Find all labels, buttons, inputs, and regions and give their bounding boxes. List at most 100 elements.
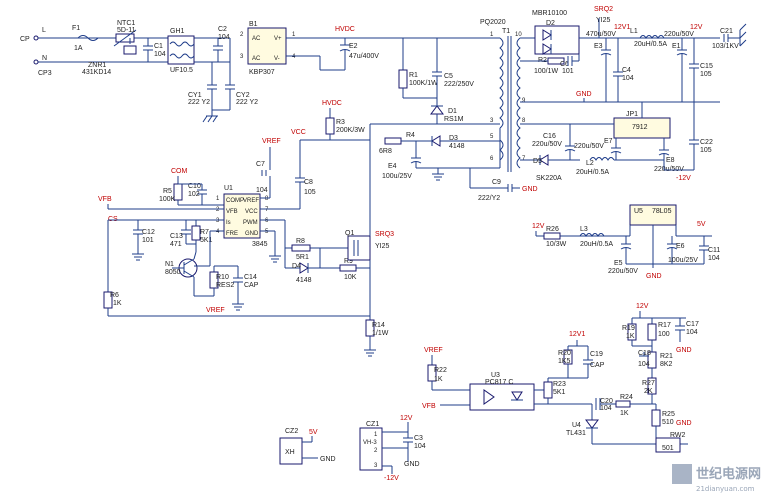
label-c9: C9 bbox=[492, 179, 501, 186]
value-l2: 20uH/0.5A bbox=[576, 169, 609, 176]
svg-text:4: 4 bbox=[292, 54, 296, 60]
value-u3: PC817 C bbox=[485, 379, 513, 386]
value-r6: 1K bbox=[113, 300, 122, 307]
svg-text:7: 7 bbox=[522, 156, 526, 162]
u1-pin-pwm: PWM bbox=[243, 220, 258, 226]
label-c6: C6 bbox=[560, 61, 569, 68]
connectors: CZ2 XH 5V GND CZ1 VH-3 1 2 3 12V C3 104 … bbox=[279, 415, 426, 482]
ground-u1 bbox=[269, 252, 281, 263]
connector-cp3 bbox=[33, 59, 39, 65]
label-c19: C19 bbox=[590, 351, 603, 358]
label-c16: C16 bbox=[543, 133, 556, 140]
value-c14: CAP bbox=[244, 282, 259, 289]
net-label-12v-r19: 12V bbox=[636, 303, 649, 310]
label-c7: C7 bbox=[256, 161, 265, 168]
label-r23: R23 bbox=[553, 381, 566, 388]
label-l3: L3 bbox=[580, 226, 588, 233]
varistor-znr1 bbox=[123, 45, 137, 55]
value-l1: 20uH/0.5A bbox=[634, 41, 667, 48]
value-znr1: 431KD14 bbox=[82, 69, 111, 76]
label-u4: U4 bbox=[572, 422, 581, 429]
primary-control: HVDC R3 200K/3W VCC R4 6R8 D3 4148 E4 10… bbox=[98, 100, 538, 357]
label-c20: C20 bbox=[600, 398, 613, 405]
svg-text:6: 6 bbox=[490, 156, 494, 162]
label-r27: R27 bbox=[642, 380, 655, 387]
value-n1: 8050 bbox=[165, 269, 181, 276]
connector-cp bbox=[33, 35, 39, 41]
resistor-r8 bbox=[291, 244, 311, 252]
label-r3: R3 bbox=[336, 119, 345, 126]
label-cz1: CZ1 bbox=[366, 421, 379, 428]
net-label-vfb-fb: VFB bbox=[422, 403, 436, 410]
value-c11: 104 bbox=[708, 255, 720, 262]
label-d5: D5 bbox=[533, 158, 542, 165]
b1-pin-vp: V+ bbox=[274, 36, 282, 42]
connector-cz2 bbox=[279, 437, 303, 465]
label-u3: U3 bbox=[491, 372, 500, 379]
svg-text:10: 10 bbox=[515, 32, 522, 38]
svg-text:5: 5 bbox=[265, 229, 269, 235]
value-d4: 4148 bbox=[296, 277, 312, 284]
svg-text:1: 1 bbox=[292, 32, 296, 38]
label-r8: R8 bbox=[296, 238, 305, 245]
watermark-url: 21dianyuan.com bbox=[696, 485, 755, 493]
value-c19: CAP bbox=[590, 362, 605, 369]
label-c13: C13 bbox=[170, 233, 183, 240]
label-r20: R20 bbox=[558, 350, 571, 357]
value-r17: 100 bbox=[658, 331, 670, 338]
value-c18: 104 bbox=[638, 361, 650, 368]
value-c15: 105 bbox=[700, 71, 712, 78]
net-label-l: L bbox=[42, 27, 46, 34]
net-label-vcc: VCC bbox=[291, 129, 306, 136]
u1-pin-vfb: VFB bbox=[226, 209, 238, 215]
label-c17: C17 bbox=[686, 321, 699, 328]
svg-text:2: 2 bbox=[240, 32, 244, 38]
mosfet-q1 bbox=[347, 235, 371, 261]
value-r20: 1K5 bbox=[558, 358, 571, 365]
label-l2: L2 bbox=[586, 160, 594, 167]
net-label-cz1-gnd: GND bbox=[404, 461, 420, 468]
bridge-section: AC AC V+ V- B1 KBP307 2 3 1 4 HVDC E2 47… bbox=[240, 21, 500, 125]
net-label-hvdc-top: HVDC bbox=[335, 26, 355, 33]
secondary-outputs: MBR10100 D2 SRQ2 YI25 R2 100/1W C6 101 1… bbox=[520, 6, 747, 182]
value-r19: 1K bbox=[626, 333, 635, 340]
value-c17: 104 bbox=[686, 329, 698, 336]
value-cy2: 222 Y2 bbox=[236, 99, 258, 106]
svg-text:5: 5 bbox=[490, 134, 494, 140]
label-r26: R26 bbox=[546, 226, 559, 233]
u1-pin-comp: COMP bbox=[226, 198, 244, 204]
svg-text:3: 3 bbox=[240, 54, 244, 60]
label-c11: C11 bbox=[708, 247, 720, 254]
label-e8: E8 bbox=[666, 157, 675, 164]
label-q1: Q1 bbox=[345, 230, 354, 237]
net-label-gnd-u5: GND bbox=[646, 273, 662, 280]
svg-text:8: 8 bbox=[265, 196, 269, 202]
label-c18: C18 bbox=[638, 350, 651, 357]
svg-text:7: 7 bbox=[265, 207, 269, 213]
resistor-r26 bbox=[543, 232, 561, 240]
label-cy2: CY2 bbox=[236, 92, 250, 99]
value-c1: 104 bbox=[154, 51, 166, 58]
earth-ground bbox=[202, 110, 218, 123]
fuse-f1 bbox=[77, 35, 99, 41]
label-c8: C8 bbox=[304, 179, 313, 186]
net-label-hvdc-mid: HVDC bbox=[322, 100, 342, 107]
value-d5: SK220A bbox=[536, 175, 562, 182]
value-r27: 2K bbox=[644, 388, 653, 395]
label-r17: R17 bbox=[658, 322, 671, 329]
u1-pin-fre: FRE bbox=[226, 231, 238, 237]
svg-text:3: 3 bbox=[490, 118, 494, 124]
label-rw2: RW2 bbox=[670, 432, 686, 439]
value-f1: 1A bbox=[74, 45, 83, 52]
value-r21: 8K2 bbox=[660, 361, 673, 368]
value-u1: 3845 bbox=[252, 241, 268, 248]
net-label-vref-fb: VREF bbox=[424, 347, 443, 354]
label-jp1: JP1 bbox=[626, 111, 638, 118]
watermark-title: 世纪电源网 bbox=[696, 466, 761, 482]
value-cz2: XH bbox=[285, 449, 295, 456]
value-e3: 470u/50V bbox=[586, 31, 616, 38]
value-c22: 105 bbox=[700, 147, 712, 154]
label-e2: E2 bbox=[349, 43, 358, 50]
net-label-cp3: CP3 bbox=[38, 70, 52, 77]
